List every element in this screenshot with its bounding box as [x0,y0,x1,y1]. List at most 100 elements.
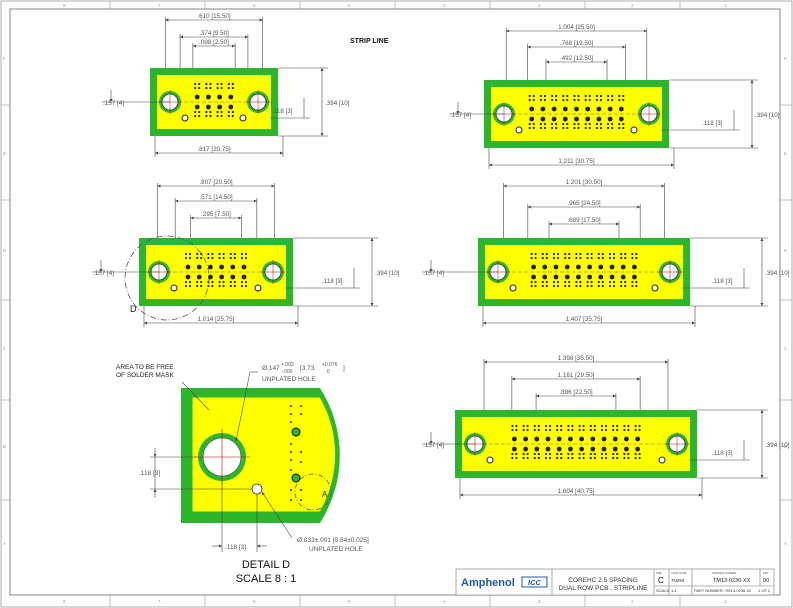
large-hole-note: UNPLATED HOLE [262,376,316,383]
signal-pad [586,284,589,288]
signal-pad [522,452,525,456]
large-hole-mm-minus: 0 [327,369,330,375]
signal-pad [604,428,608,432]
signal-pad [620,256,623,260]
title-block-scale: SCALE: 4:1 [656,588,678,593]
signal-pad [548,424,552,428]
footprint-board [139,238,293,306]
signal-pad [222,284,225,288]
signal-pad [600,452,604,456]
signal-pad [593,428,596,432]
signal-pad [577,122,580,126]
signal-pad [556,456,559,460]
signal-pad [240,252,244,256]
signal-pad [205,82,208,86]
signal-pad [211,280,214,284]
signal-pad [216,82,219,86]
ground-pad [635,436,640,442]
signal-pad [541,280,544,284]
signal-pad [586,280,589,284]
part-number: PART NUMBER: TM13-0236-02 [694,588,752,593]
signal-pad [209,110,212,114]
zone-top-6: 6 [253,3,256,8]
ground-pad [556,436,562,442]
ground-pad [624,436,629,442]
signal-pad [595,126,599,130]
signal-pad [584,94,587,98]
signal-pad [608,284,612,288]
signal-pad [543,94,547,98]
signal-pad [548,456,552,460]
view-heading: STRIP LINE [350,38,389,45]
signal-pad [593,456,596,460]
signal-pad [205,86,208,90]
ground-pad [185,264,191,270]
ground-pad [576,264,581,270]
signal-pad [638,428,641,432]
signal-pad [564,256,567,260]
dimension-label: .157 [4] [423,270,444,277]
signal-pad [608,256,612,260]
zone-labels: 8 7 6 5 4 3 2 1 8 7 6 5 4 3 2 1 F E D C … [3,3,788,604]
leader-line [181,381,210,411]
signal-pad [543,122,547,126]
signal-pad [220,82,223,86]
ground-pad [230,274,236,280]
large-hole-mm-close: ] [343,365,345,372]
zone-top-1: 1 [724,3,727,8]
signal-pad [635,252,638,256]
signal-pad [556,424,559,428]
signal-pad [579,256,582,260]
signal-pad [560,452,563,456]
ground-pad [241,274,247,280]
zone-bottom-6: 6 [253,599,256,604]
signal-pad [515,424,518,428]
signal-pad [222,280,225,284]
signal-pad [205,110,208,114]
signal-pad [556,256,560,260]
signal-pad [620,252,623,256]
alignment-via [170,284,178,292]
signal-pad [573,122,576,126]
ground-pad [540,116,546,122]
signal-pad [290,443,292,445]
dimension-label: .492 [12.50] [560,55,594,62]
detail-d-view: A AREA TO BE FREE OF SOLDER MASK Ø.147 +… [116,362,369,585]
ground-pad [598,274,604,280]
signal-pad [623,452,626,456]
signal-pad [616,428,619,432]
signal-pad [623,424,626,428]
signal-pad [530,280,533,284]
signal-pad [290,489,292,491]
signal-pad [556,452,559,456]
signal-pad [623,456,626,460]
ground-pad [624,446,629,452]
signal-pad [227,110,230,114]
signal-pad [240,284,244,288]
signal-pad [562,126,565,130]
signal-pad [571,428,574,432]
signal-pad [244,280,248,284]
signal-pad [555,94,558,98]
signal-pad [616,456,619,460]
dimension-set: .807 [20.50].571 [14.50].295 [7.50].157 … [92,179,400,327]
dimension-label: .118 [3] [712,278,733,285]
dimension-label: .817 [20.75] [197,146,231,153]
alignment-via [486,456,494,464]
signal-pad [532,94,535,98]
zone-left-B: B [3,444,6,449]
signal-pad [624,284,627,288]
signal-pad [601,256,604,260]
drawing-number: TM13-0236-XX [713,578,751,584]
signal-pad [196,256,199,260]
signal-pad [216,114,219,118]
signal-pad [218,252,221,256]
ground-pad [585,106,591,112]
icc-logo-text: ICC [528,578,542,587]
signal-pad [240,256,244,260]
signal-pad [634,428,637,432]
ground-pad [587,274,592,280]
signal-pad [511,424,514,428]
footprint-board [455,410,697,478]
